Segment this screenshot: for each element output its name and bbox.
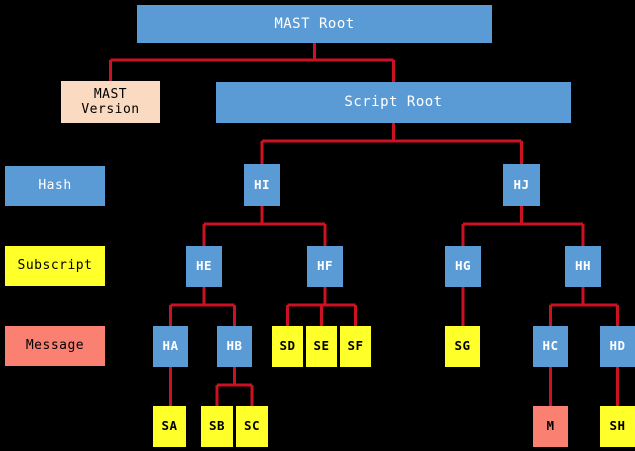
mast-root: MAST Root [137,5,492,43]
node-he: HE [186,246,222,287]
node-hj: HJ [503,164,540,206]
node-sa: SA [153,406,186,447]
node-ha: HA [153,326,188,367]
script-root-label: Script Root [344,94,443,111]
node-sh-label: SH [609,418,626,434]
mast-version: MAST Version [61,81,160,123]
node-hi: HI [244,164,280,206]
node-hh-label: HH [574,258,592,274]
script-root: Script Root [216,82,571,123]
node-sg: SG [445,326,480,367]
node-sa-label: SA [161,418,178,434]
node-sc: SC [236,406,268,447]
node-m-label: M [546,418,555,434]
node-sg-label: SG [454,338,471,354]
node-hg: HG [445,246,481,287]
mast-version-label: MAST Version [81,86,140,117]
node-hf: HF [307,246,343,287]
node-he-label: HE [195,258,213,274]
node-sf-label: SF [347,338,364,354]
node-hh: HH [565,246,601,287]
node-se: SE [306,326,337,367]
node-hi-label: HI [253,176,271,192]
node-hg-label: HG [454,258,472,274]
node-sb-label: SB [208,418,226,434]
node-sb: SB [201,406,233,447]
node-sd-label: SD [279,338,296,354]
node-hc-label: HC [542,338,559,354]
node-m: M [533,406,568,447]
node-sc-label: SC [243,418,261,434]
node-sf: SF [340,326,371,367]
node-hf-label: HF [316,258,334,274]
node-sd: SD [272,326,303,367]
mast-root-label: MAST Root [274,15,355,32]
legend-subscript: Subscript [5,246,105,286]
node-hd-label: HD [609,338,626,354]
legend-label-text: Message [25,338,85,354]
node-hb: HB [217,326,252,367]
legend-message: Message [5,326,105,366]
node-hb-label: HB [226,338,243,354]
legend-hash: Hash [5,166,105,206]
legend-label-text: Subscript [17,258,93,274]
node-ha-label: HA [162,338,179,354]
node-hc: HC [533,326,568,367]
node-hj-label: HJ [513,176,530,192]
node-se-label: SE [313,338,330,354]
legend-label-text: Hash [38,178,72,194]
node-hd: HD [600,326,635,367]
node-sh: SH [600,406,635,447]
